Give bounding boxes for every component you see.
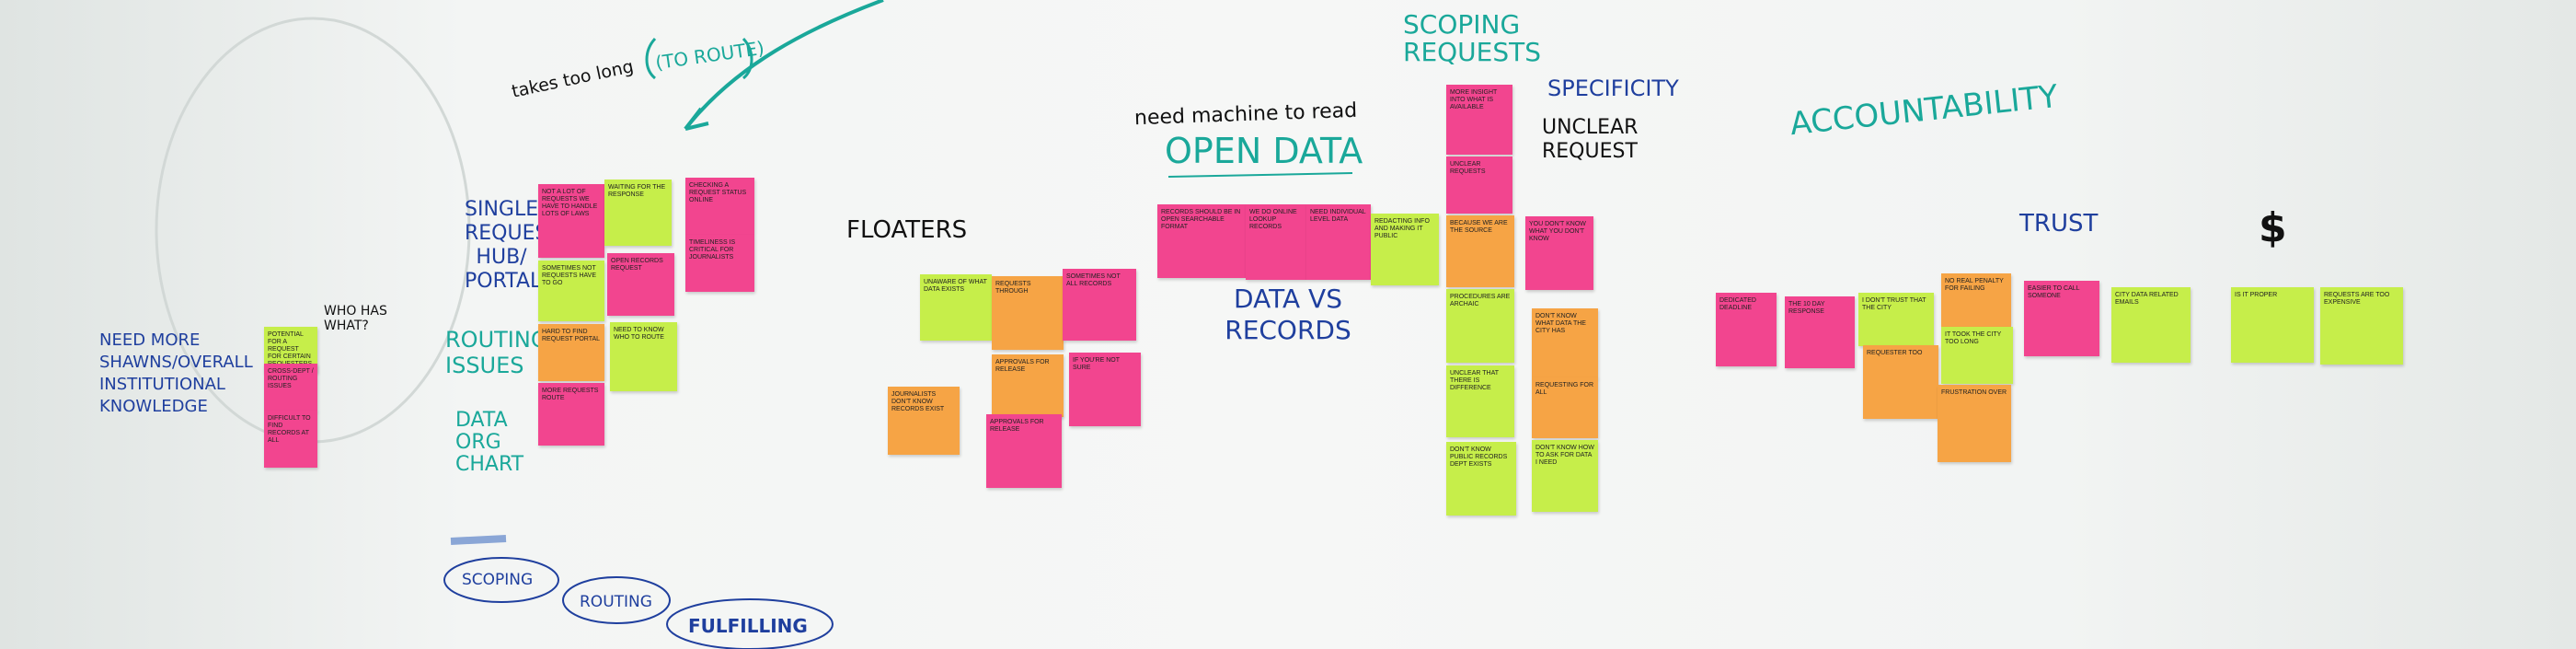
- sticky-note: Frustration over: [1938, 385, 2011, 462]
- fulfilling-bubble: FULFILLING: [688, 615, 808, 637]
- takes-too-long-heading: takes too long: [510, 56, 636, 102]
- sticky-note: More requests route: [538, 383, 604, 446]
- sticky-note: Need to know who to route: [610, 322, 677, 391]
- sticky-note: Hard to find request portal: [538, 324, 604, 381]
- dollar-heading: $: [2259, 204, 2287, 251]
- sticky-note: Not a lot of requests we have to handle …: [538, 184, 604, 258]
- sticky-note: Requests through: [992, 276, 1064, 350]
- sticky-note: Sometimes not all records: [1063, 269, 1136, 341]
- sticky-note: Checking a request status online: [685, 178, 754, 235]
- sticky-note: Requests are too expensive: [2320, 287, 2403, 365]
- sticky-note: Requester too: [1863, 345, 1938, 419]
- need-more-heading: NEED MORE SHAWNS/OVERALL INSTITUTIONAL K…: [99, 330, 253, 416]
- routing-bubble: ROUTING: [580, 593, 652, 611]
- single-request-heading: SINGLE REQUEST HUB/ PORTAL: [465, 198, 560, 293]
- need-machine-heading: need machine to read: [1133, 99, 1358, 131]
- sticky-note: Approvals for release: [992, 354, 1064, 417]
- sticky-note: Records should be in open searchable for…: [1157, 204, 1246, 278]
- sticky-note: No real penalty for failing: [1941, 273, 2011, 327]
- data-vs-records-heading: DATA VS RECORDS: [1225, 284, 1351, 345]
- sticky-note: Don't know how to ask for data I need: [1532, 440, 1598, 512]
- sticky-note: You don't know what you don't know: [1525, 216, 1593, 290]
- sticky-note: We do online lookup records: [1246, 204, 1306, 280]
- sticky-note: Cross-Dept / Routing Issues: [264, 364, 317, 411]
- scoping-bubble: SCOPING: [462, 571, 534, 589]
- sticky-note: Sometimes not requests have to go: [538, 261, 604, 321]
- sticky-note: Don't know what data the city has: [1532, 308, 1598, 378]
- sticky-note: It took the city too long: [1941, 327, 2013, 384]
- sticky-note: Requesting for all: [1532, 377, 1598, 438]
- data-org-chart-heading: DATA ORG CHART: [455, 409, 524, 476]
- who-has-what-heading: WHO HAS WHAT?: [324, 304, 387, 333]
- sticky-note: Dedicated deadline: [1716, 293, 1777, 366]
- sticky-note: Procedures are archaic: [1446, 289, 1514, 363]
- sticky-note: Easier to call someone: [2024, 281, 2099, 356]
- sticky-note: If you're not sure: [1069, 353, 1141, 426]
- floaters-heading: FLOATERS: [846, 216, 968, 244]
- sticky-note: Approvals for release: [986, 414, 1062, 488]
- unclear-request-heading: UNCLEAR REQUEST: [1542, 116, 1639, 163]
- sticky-note: Waiting for the response: [604, 180, 672, 246]
- sticky-note: Need individual level data: [1306, 204, 1371, 280]
- sticky-note: Because we are the source: [1446, 215, 1514, 287]
- sticky-note: Difficult to find records at all: [264, 411, 317, 468]
- sticky-note: City data related emails: [2111, 287, 2191, 363]
- routing-issues-heading: ROUTING ISSUES: [445, 327, 548, 378]
- sticky-note: Unaware of what data exists: [920, 274, 992, 341]
- sticky-note: I don't trust that the city: [1858, 293, 1934, 346]
- sticky-note: The 10 day response: [1785, 296, 1855, 368]
- specificity-heading: SPECIFICITY: [1547, 75, 1679, 101]
- sticky-note: Unclear requests: [1446, 156, 1512, 214]
- sticky-note: Timeliness is critical for journalists: [685, 235, 754, 292]
- sticky-note: Open records request: [607, 253, 674, 316]
- sticky-note: Redacting info and making it public: [1371, 214, 1439, 285]
- sticky-note: Unclear that there is difference: [1446, 365, 1514, 437]
- sticky-note: More insight into what is available: [1446, 85, 1512, 155]
- trust-heading: TRUST: [2019, 210, 2099, 238]
- open-data-heading: OPEN DATA: [1165, 131, 1363, 171]
- sticky-note: Journalists don't know records exist: [888, 387, 960, 455]
- sticky-note: Is it proper: [2231, 287, 2314, 363]
- scoping-requests-heading: SCOPING REQUESTS: [1403, 9, 1542, 67]
- to-route-heading: (TO ROUTE): [653, 36, 766, 75]
- accountability-heading: ACCOUNTABILITY: [1788, 77, 2060, 144]
- sticky-note: Don't know public records dept exists: [1446, 442, 1516, 516]
